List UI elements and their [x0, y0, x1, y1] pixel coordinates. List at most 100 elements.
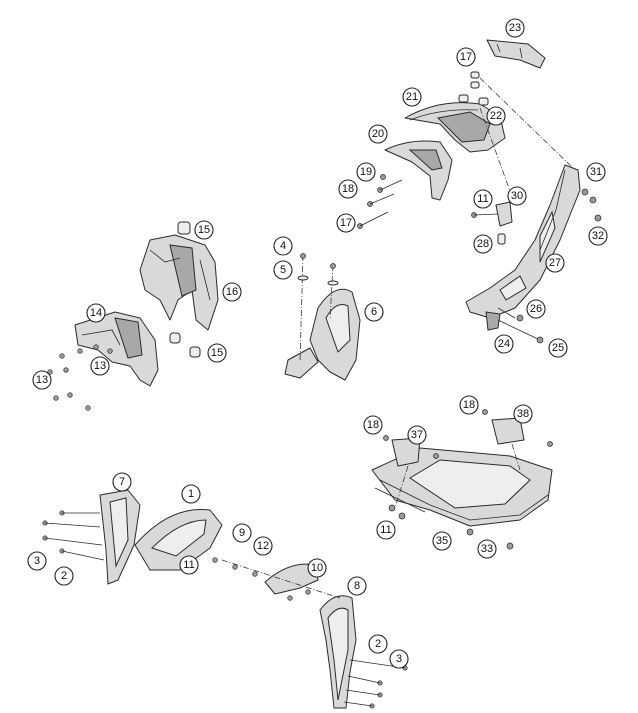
svg-text:38: 38: [517, 408, 529, 420]
svg-text:11: 11: [477, 193, 488, 205]
svg-text:26: 26: [530, 303, 542, 315]
svg-text:3: 3: [396, 653, 402, 665]
callout-9: 9: [232, 523, 252, 543]
svg-text:32: 32: [592, 230, 604, 242]
svg-text:5: 5: [280, 264, 286, 276]
svg-text:3: 3: [34, 555, 40, 567]
callout-23: 23: [505, 18, 525, 38]
svg-text:4: 4: [280, 240, 286, 252]
rear-seat-cowl-21: [404, 102, 506, 153]
svg-text:35: 35: [436, 535, 448, 547]
svg-text:18: 18: [342, 183, 354, 195]
svg-text:11: 11: [183, 559, 194, 571]
callout-32: 32: [588, 226, 608, 246]
svg-text:12: 12: [257, 540, 269, 552]
callout-15b: 15: [207, 343, 227, 363]
callout-11b: 11: [473, 189, 493, 209]
svg-text:21: 21: [406, 91, 418, 103]
callout-22: 22: [486, 106, 506, 126]
svg-text:6: 6: [371, 306, 377, 318]
callout-2a: 2: [54, 566, 74, 586]
svg-text:19: 19: [360, 166, 372, 178]
hugger-6: [284, 288, 361, 381]
bracket-16: [139, 234, 219, 331]
fender-screws: [212, 557, 311, 601]
svg-text:13: 13: [94, 360, 106, 372]
rubber-grommets: [458, 71, 489, 106]
callout-2b: 2: [368, 634, 388, 654]
svg-text:1: 1: [188, 488, 194, 500]
svg-text:23: 23: [509, 22, 521, 34]
callout-11c: 11: [376, 520, 396, 540]
callout-26: 26: [526, 299, 546, 319]
screws-13: [47, 344, 113, 411]
callout-13a: 13: [90, 356, 110, 376]
svg-text:18: 18: [367, 419, 379, 431]
callout-27: 27: [545, 253, 565, 273]
svg-text:9: 9: [239, 527, 245, 539]
svg-text:20: 20: [372, 128, 384, 140]
callout-18b: 18: [363, 415, 383, 435]
svg-text:31: 31: [590, 166, 602, 178]
side-panel-20: [384, 140, 453, 201]
svg-text:37: 37: [411, 429, 423, 441]
svg-text:11: 11: [380, 524, 391, 536]
svg-text:28: 28: [477, 238, 489, 250]
svg-text:10: 10: [311, 562, 323, 574]
svg-text:18: 18: [463, 399, 475, 411]
callout-17a: 17: [456, 47, 476, 67]
svg-text:15: 15: [211, 347, 223, 359]
bracket-14: [74, 311, 159, 387]
svg-text:25: 25: [552, 342, 564, 354]
callout-30: 30: [507, 186, 527, 206]
callout-11a: 11: [179, 555, 199, 575]
rubber-block-15: [169, 221, 201, 358]
fork-guard-7: [99, 489, 141, 585]
callout-14: 14: [86, 303, 106, 323]
callout-35: 35: [432, 531, 452, 551]
callout-20: 20: [368, 124, 388, 144]
callout-33: 33: [477, 539, 497, 559]
callout-1: 1: [181, 484, 201, 504]
svg-text:13: 13: [36, 374, 48, 386]
svg-text:24: 24: [498, 338, 510, 350]
svg-text:33: 33: [481, 543, 493, 555]
tail-cover-23: [486, 39, 546, 69]
callout-16: 16: [222, 282, 242, 302]
svg-text:27: 27: [549, 257, 561, 269]
fender-bracket-10: [264, 563, 319, 595]
callout-13b: 13: [32, 370, 52, 390]
callout-15a: 15: [194, 220, 214, 240]
svg-text:15: 15: [198, 224, 210, 236]
fork-guard-8: [319, 595, 357, 709]
svg-text:30: 30: [511, 190, 523, 202]
callout-10: 10: [307, 558, 327, 578]
callout-37: 37: [407, 425, 427, 445]
callout-31: 31: [586, 162, 606, 182]
subframe-27: [465, 164, 597, 319]
svg-text:7: 7: [119, 476, 125, 488]
callout-4: 4: [273, 236, 293, 256]
callout-7: 7: [112, 472, 132, 492]
svg-text:8: 8: [354, 580, 360, 592]
callout-21: 21: [402, 87, 422, 107]
screws-17-18-19: [357, 174, 403, 229]
callout-18c: 18: [459, 395, 479, 415]
svg-text:17: 17: [340, 217, 352, 229]
svg-text:14: 14: [90, 307, 102, 319]
callout-12: 12: [253, 536, 273, 556]
svg-text:22: 22: [490, 110, 502, 122]
callout-8: 8: [347, 576, 367, 596]
svg-text:17: 17: [460, 51, 472, 63]
callout-5: 5: [273, 260, 293, 280]
callout-25: 25: [548, 338, 568, 358]
callout-38: 38: [513, 404, 533, 424]
svg-text:2: 2: [61, 570, 67, 582]
svg-text:16: 16: [226, 286, 238, 298]
callout-3a: 3: [27, 551, 47, 571]
callout-28: 28: [473, 234, 493, 254]
skid-plate-35: [371, 447, 553, 527]
callout-3b: 3: [389, 649, 409, 669]
callout-24: 24: [494, 334, 514, 354]
